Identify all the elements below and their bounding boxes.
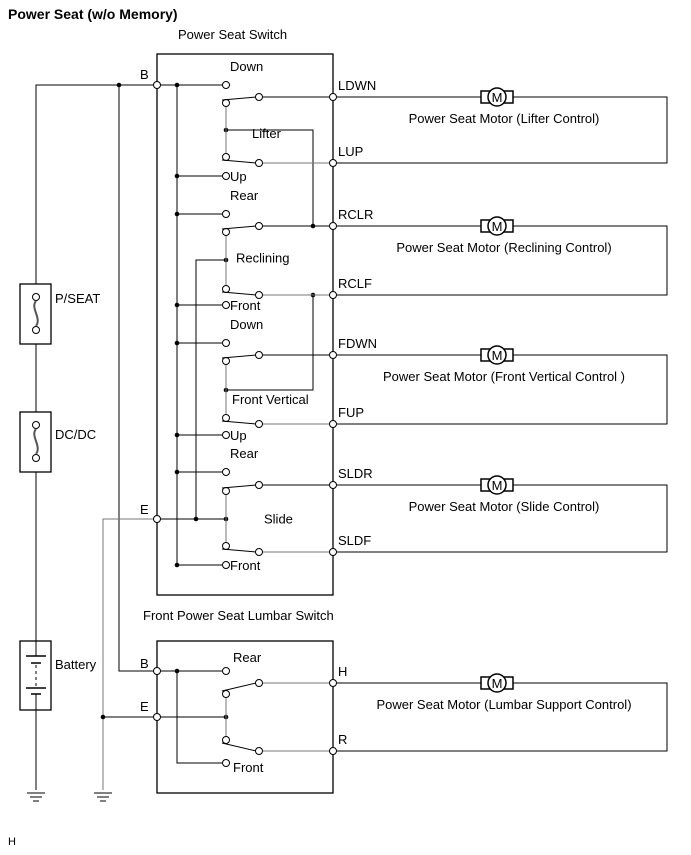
- motor-label: Power Seat Motor (Front Vertical Control…: [383, 369, 625, 384]
- power-wire: [35, 84, 157, 790]
- contact-label: Front: [233, 760, 264, 775]
- contact-label: Rear: [233, 650, 262, 665]
- battery-label: Battery: [55, 657, 97, 672]
- svg-text:M: M: [492, 348, 503, 363]
- contact-label: Up: [230, 169, 247, 184]
- power-feed: P/SEAT DC/DC Battery: [19, 82, 157, 802]
- contact-label: Rear: [230, 446, 259, 461]
- section-label: Slide: [264, 512, 293, 527]
- ground-icon: [94, 792, 112, 802]
- motor-icon: M: [480, 345, 514, 365]
- motor-circuit: FDWN FUP M Power Seat Motor (Front Vertical…: [329, 336, 668, 428]
- motor-circuit: H R M Power Seat Motor (Lumbar Support Cont…: [329, 664, 668, 755]
- fuse-label: DC/DC: [55, 427, 96, 442]
- pin-label: FDWN: [338, 336, 377, 351]
- contact-label: Down: [230, 317, 263, 332]
- svg-text:M: M: [492, 676, 503, 691]
- motor-icon: M: [480, 87, 514, 107]
- pin-label: LUP: [338, 144, 363, 159]
- motor-circuit: LDWN LUP M Power Seat Motor (Lifter Control…: [329, 78, 668, 167]
- motor-circuit: SLDR SLDF M Power Seat Motor (Slide Control…: [329, 466, 668, 556]
- lumbar-switch-label: Front Power Seat Lumbar Switch: [143, 608, 334, 623]
- footer-mark: H: [8, 836, 16, 848]
- pin-e-label: E: [140, 699, 149, 714]
- pin-b-label: B: [140, 656, 149, 671]
- fuse-element-icon: [33, 428, 39, 455]
- svg-text:M: M: [492, 219, 503, 234]
- svg-text:M: M: [492, 478, 503, 493]
- motor-icon: M: [480, 673, 514, 693]
- section-label: Front Vertical: [232, 392, 309, 407]
- pin-label: RCLR: [338, 207, 373, 222]
- motor-label: Power Seat Motor (Lifter Control): [409, 111, 600, 126]
- ground-icon: [27, 792, 45, 802]
- pin-label: R: [338, 732, 347, 747]
- pin-b-terminal: [153, 81, 161, 89]
- ground-wire: [102, 518, 157, 790]
- section-label: Lifter: [252, 126, 282, 141]
- pin-label: RCLF: [338, 276, 372, 291]
- svg-text:M: M: [492, 90, 503, 105]
- motors: LDWN LUP M Power Seat Motor (Lifter Control…: [329, 78, 668, 755]
- pin-label: H: [338, 664, 347, 679]
- motor-label: Power Seat Motor (Reclining Control): [396, 240, 611, 255]
- section-label: Reclining: [236, 251, 289, 266]
- power-seat-switch: Power Seat Switch B E DownUpLifterRearFr…: [140, 27, 334, 596]
- pin-label: LDWN: [338, 78, 376, 93]
- contact-label: Down: [230, 59, 263, 74]
- motor-circuit: RCLR RCLF M Power Seat Motor (Reclining Con…: [329, 207, 668, 299]
- pin-label: SLDR: [338, 466, 373, 481]
- fuse-label: P/SEAT: [55, 291, 100, 306]
- contact-label: Rear: [230, 188, 259, 203]
- pin-label: FUP: [338, 405, 364, 420]
- motor-icon: M: [480, 475, 514, 495]
- pin-label: SLDF: [338, 533, 371, 548]
- contact-label: Front: [230, 558, 261, 573]
- motor-icon: M: [480, 216, 514, 236]
- fuse-element-icon: [33, 300, 39, 327]
- motor-label: Power Seat Motor (Lumbar Support Control…: [376, 697, 631, 712]
- fuse-dc-dc: DC/DC: [19, 411, 96, 473]
- lumbar-switch: Front Power Seat Lumbar Switch B E RearF…: [140, 608, 334, 794]
- battery: Battery: [19, 640, 97, 711]
- contact-label: Front: [230, 298, 261, 313]
- contact-label: Up: [230, 428, 247, 443]
- pin-e-label: E: [140, 502, 149, 517]
- motor-label: Power Seat Motor (Slide Control): [409, 499, 600, 514]
- switch-label: Power Seat Switch: [178, 27, 287, 42]
- diagram-title: Power Seat (w/o Memory): [8, 6, 178, 22]
- pin-b-label: B: [140, 67, 149, 82]
- fuse-p-seat: P/SEAT: [19, 270, 100, 345]
- pin-e-terminal: [153, 515, 161, 523]
